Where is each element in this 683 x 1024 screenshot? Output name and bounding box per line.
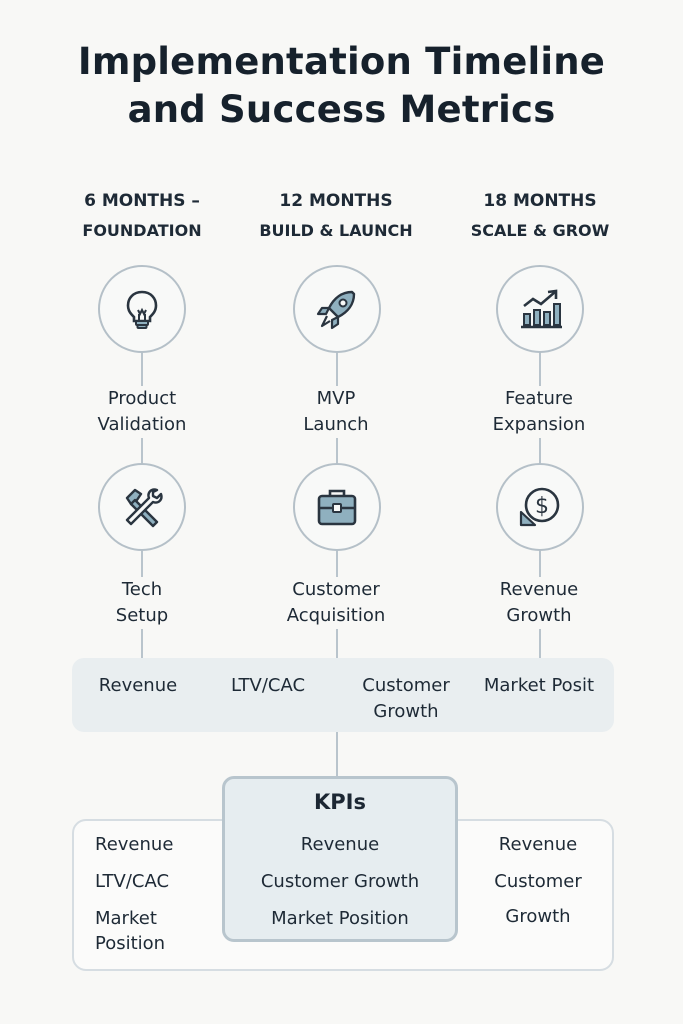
- phase-duration: 18 MONTHS: [483, 191, 597, 211]
- phase-name: FOUNDATION: [82, 221, 202, 240]
- tools-icon: [98, 463, 186, 551]
- phase-duration: 6 MONTHS –: [84, 191, 200, 211]
- step-label-line: Tech: [121, 579, 163, 600]
- step-label-line: Product: [107, 388, 177, 409]
- step-label-tech-setup: Tech Setup: [52, 577, 232, 629]
- kpi-connector: [336, 732, 338, 776]
- step-label-line: Feature: [504, 388, 574, 409]
- kpi-title: KPIs: [314, 790, 366, 814]
- rocket-icon: [293, 265, 381, 353]
- step-label-product-validation: Product Validation: [52, 386, 232, 438]
- phase-name: BUILD & LAUNCH: [259, 221, 413, 240]
- title-line-2: and Success Metrics: [127, 88, 556, 131]
- growth-chart-icon: [496, 265, 584, 353]
- step-label-revenue-growth: Revenue Growth: [449, 577, 629, 629]
- svg-text:$: $: [535, 494, 549, 519]
- page-title: Implementation Timeline and Success Metr…: [0, 38, 683, 134]
- kpi-left-market: Market: [95, 908, 157, 929]
- phase-name: SCALE & GROW: [470, 221, 610, 240]
- kpi-center-market-position: Market Position: [271, 908, 409, 929]
- step-label-line: Launch: [303, 414, 369, 435]
- kpi-left-revenue: Revenue: [95, 834, 174, 855]
- band-metric-ltv-cac: LTV/CAC: [230, 675, 306, 696]
- lightbulb-icon: [98, 265, 186, 353]
- band-metric-market-position: Market Posit: [483, 675, 595, 696]
- band-metric-line: Growth: [373, 701, 439, 722]
- step-label-line: Customer: [292, 579, 380, 600]
- briefcase-icon: [293, 463, 381, 551]
- step-label-feature-expansion: Feature Expansion: [449, 386, 629, 438]
- kpi-left-ltv-cac: LTV/CAC: [95, 871, 170, 892]
- metrics-band: [72, 658, 614, 732]
- kpi-center-customer-growth: Customer Growth: [260, 871, 420, 892]
- title-line-1: Implementation Timeline: [77, 40, 606, 83]
- step-label-customer-acquisition: Customer Acquisition: [246, 577, 426, 629]
- kpi-left-position: Position: [95, 933, 166, 954]
- phase-duration: 12 MONTHS: [279, 191, 393, 211]
- band-metric-revenue: Revenue: [98, 675, 178, 696]
- kpi-right-revenue: Revenue: [498, 834, 578, 855]
- step-label-line: MVP: [316, 388, 356, 409]
- step-label-line: Setup: [115, 605, 169, 626]
- kpi-right-customer: Customer: [494, 871, 582, 892]
- phase-header-12-months: 12 MONTHS BUILD & LAUNCH: [236, 186, 436, 246]
- dollar-coin-icon: $: [496, 463, 584, 551]
- kpi-center-box: [222, 776, 458, 942]
- phase-header-6-months: 6 MONTHS – FOUNDATION: [42, 186, 242, 246]
- step-label-mvp-launch: MVP Launch: [246, 386, 426, 438]
- step-label-line: Expansion: [492, 414, 586, 435]
- kpi-right-growth: Growth: [505, 906, 571, 927]
- step-label-line: Validation: [97, 414, 187, 435]
- step-label-line: Acquisition: [286, 605, 386, 626]
- step-label-line: Revenue: [499, 579, 579, 600]
- step-label-line: Growth: [506, 605, 572, 626]
- band-metric-customer-growth: Customer Growth: [350, 673, 462, 725]
- phase-header-18-months: 18 MONTHS SCALE & GROW: [440, 186, 640, 246]
- kpi-center-revenue: Revenue: [300, 834, 380, 855]
- band-metric-line: Customer: [362, 675, 450, 696]
